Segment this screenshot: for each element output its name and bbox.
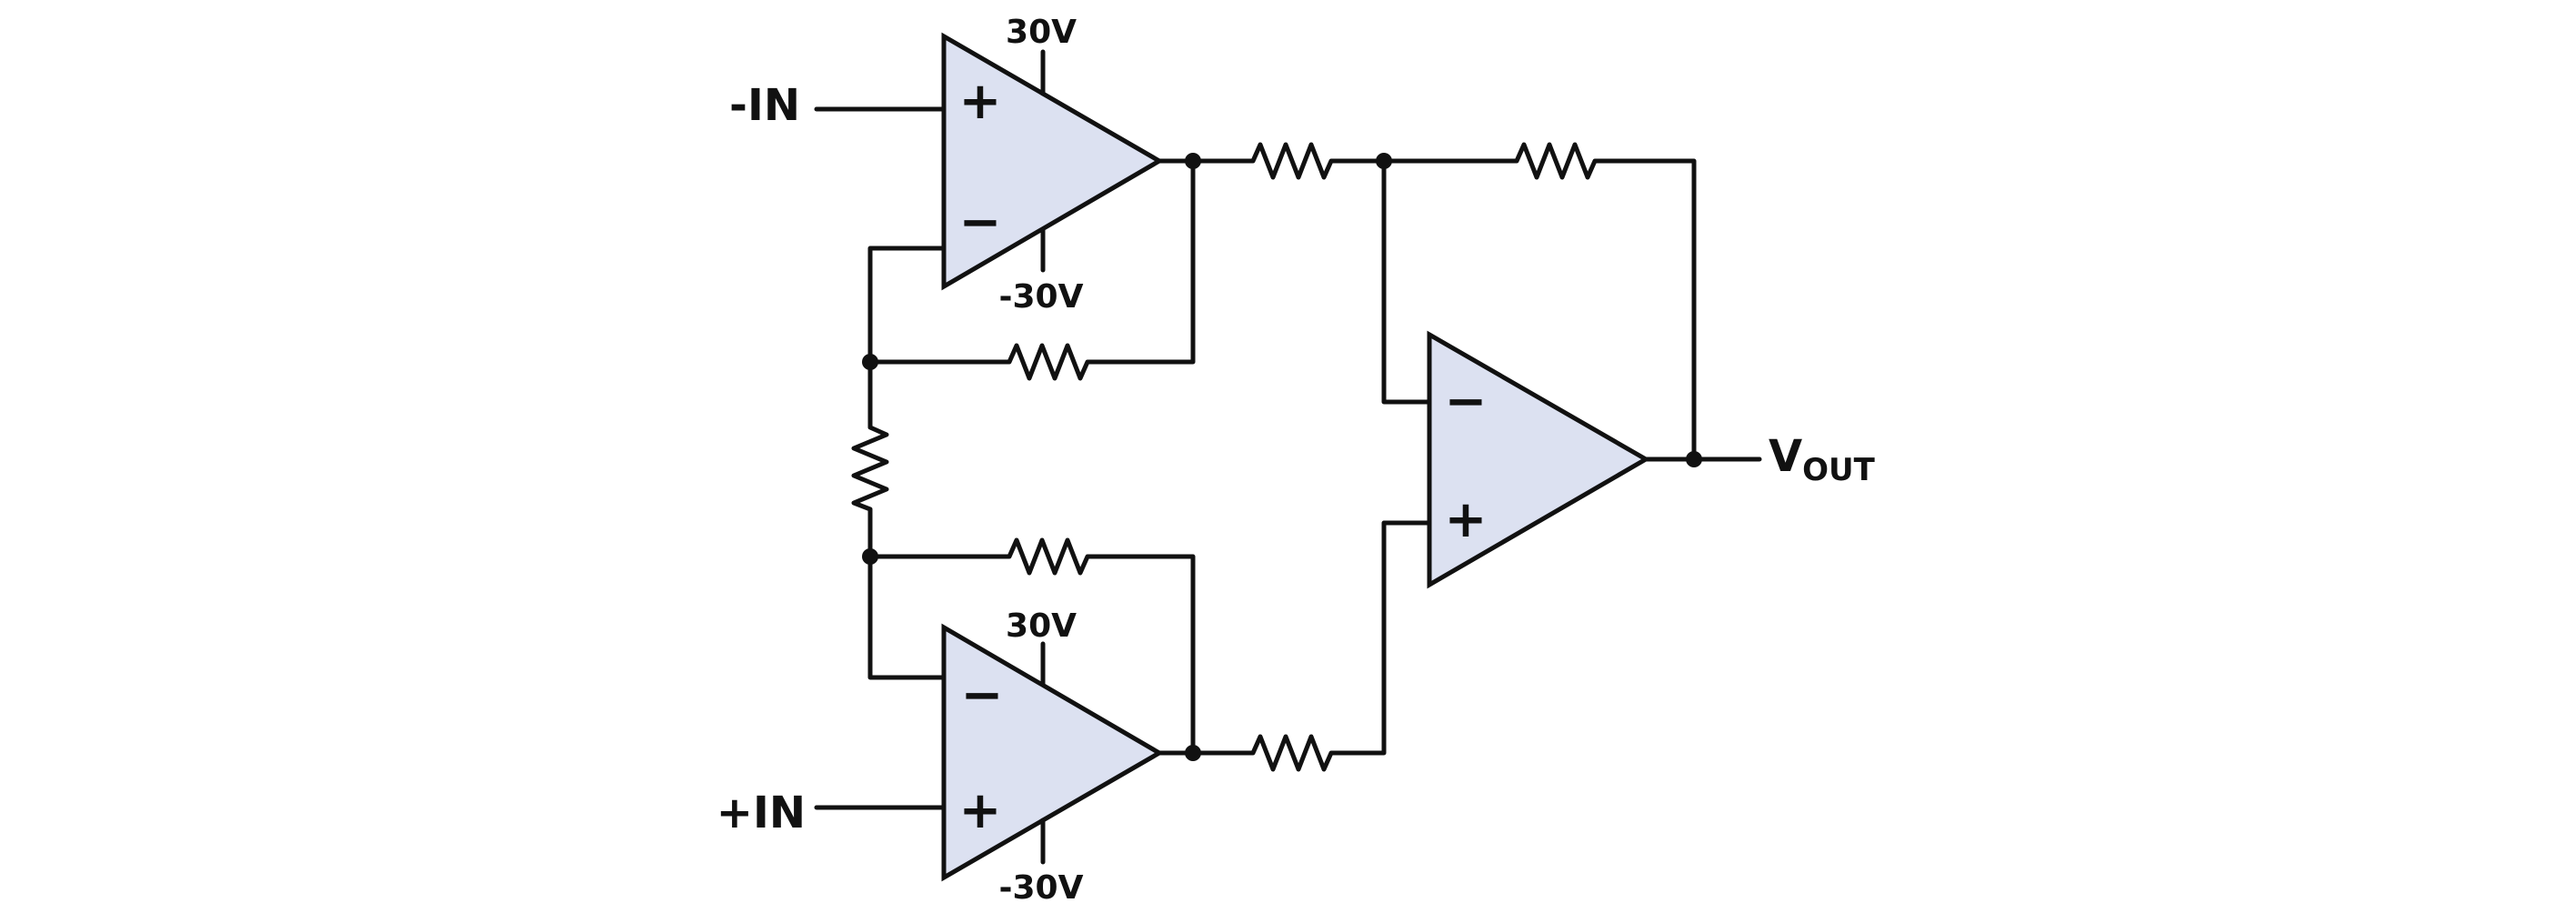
amp2-output-resistor	[1157, 520, 1432, 772]
amp2-feedback-resistor	[867, 537, 1196, 756]
amp3-minus-sign: −	[1445, 372, 1488, 431]
amp1-minus-sign: −	[959, 193, 1002, 252]
amp2-supply-top-label: 30V	[1006, 607, 1077, 645]
amp3-plus-sign: +	[1445, 490, 1488, 549]
opamp-bottom	[941, 623, 1164, 882]
amp1-output-resistor	[1157, 142, 1387, 180]
amp2-supply-bottom-label: -30V	[999, 869, 1084, 907]
opamp-output	[1427, 330, 1650, 589]
feedback-resistor-output	[1381, 142, 1697, 462]
amp3-minus-wire	[1381, 158, 1432, 405]
vout-label-sub: OUT	[1802, 452, 1876, 488]
gain-resistor	[851, 359, 889, 559]
node-output	[1686, 451, 1702, 467]
amp2-plus-sign: +	[959, 781, 1002, 840]
opamp-top	[941, 32, 1164, 291]
node-gain-bottom	[862, 548, 878, 565]
vout-label-main: V	[1769, 431, 1802, 482]
neg-in-label: -IN	[729, 80, 800, 131]
amp1-minus-wire	[867, 246, 947, 365]
node-gain-top	[862, 354, 878, 370]
pos-in-label: +IN	[717, 788, 806, 838]
amp1-plus-sign: +	[959, 72, 1002, 131]
node-amp1-out	[1185, 153, 1201, 169]
vout-label: VOUT	[1769, 431, 1876, 488]
amp2-minus-sign: −	[961, 666, 1004, 725]
amp2-minus-wire	[867, 554, 947, 680]
amp1-supply-top-label: 30V	[1006, 14, 1077, 51]
amp1-feedback-resistor	[867, 158, 1196, 381]
node-amp2-out	[1185, 745, 1201, 761]
node-diff-minus	[1376, 153, 1392, 169]
amp1-supply-bottom-label: -30V	[999, 278, 1084, 316]
